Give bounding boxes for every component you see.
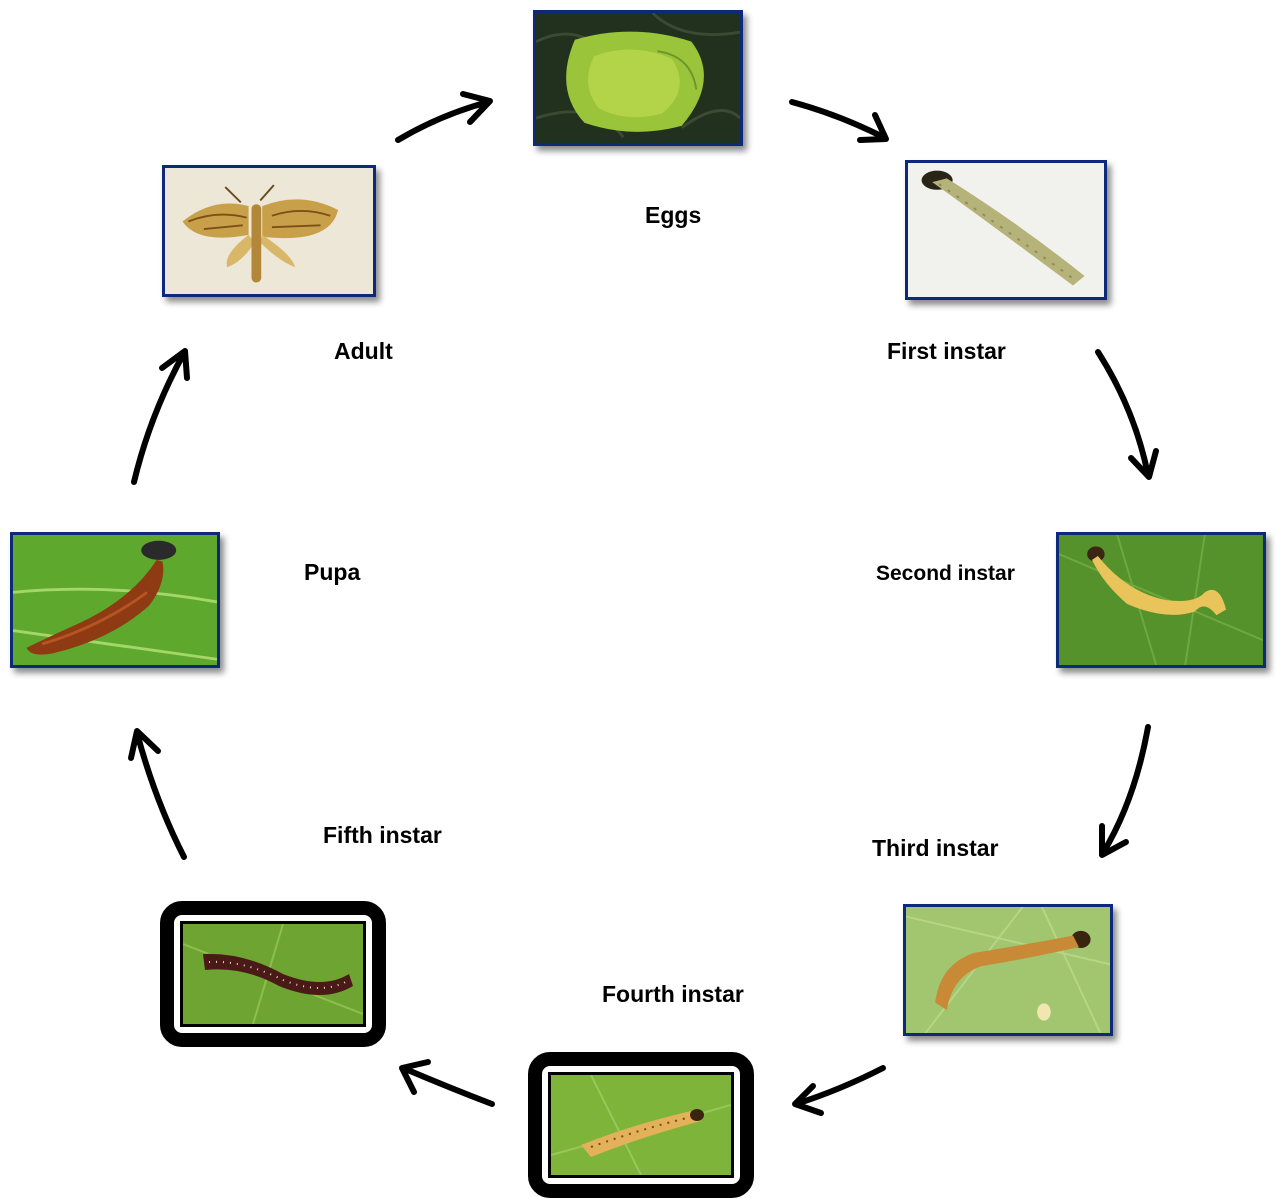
stage-label-pupa: Pupa: [304, 559, 360, 586]
pupa-photo: [10, 532, 220, 668]
stage-label-third-instar: Third instar: [872, 835, 999, 862]
arrow-first-to-second: [1098, 352, 1148, 475]
stage-label-fifth-instar: Fifth instar: [323, 822, 442, 849]
arrow-fourth-to-fifth: [403, 1068, 492, 1104]
adult-photo: [162, 165, 376, 297]
arrow-second-to-third: [1103, 727, 1148, 853]
first-instar-photo: [905, 160, 1107, 300]
stage-label-adult: Adult: [334, 338, 393, 365]
fifth-instar-photo: [160, 901, 386, 1047]
arrow-pupa-to-adult: [134, 353, 184, 482]
eggs-photo: [533, 10, 743, 146]
third-instar-photo: [903, 904, 1113, 1036]
stage-label-fourth-instar: Fourth instar: [602, 981, 744, 1008]
stage-label-first-instar: First instar: [887, 338, 1006, 365]
stage-label-eggs: Eggs: [645, 202, 701, 229]
stage-label-second-instar: Second instar: [876, 562, 1015, 586]
arrow-eggs-to-first: [792, 102, 885, 138]
fourth-instar-photo: [528, 1052, 754, 1198]
second-instar-photo: [1056, 532, 1266, 668]
